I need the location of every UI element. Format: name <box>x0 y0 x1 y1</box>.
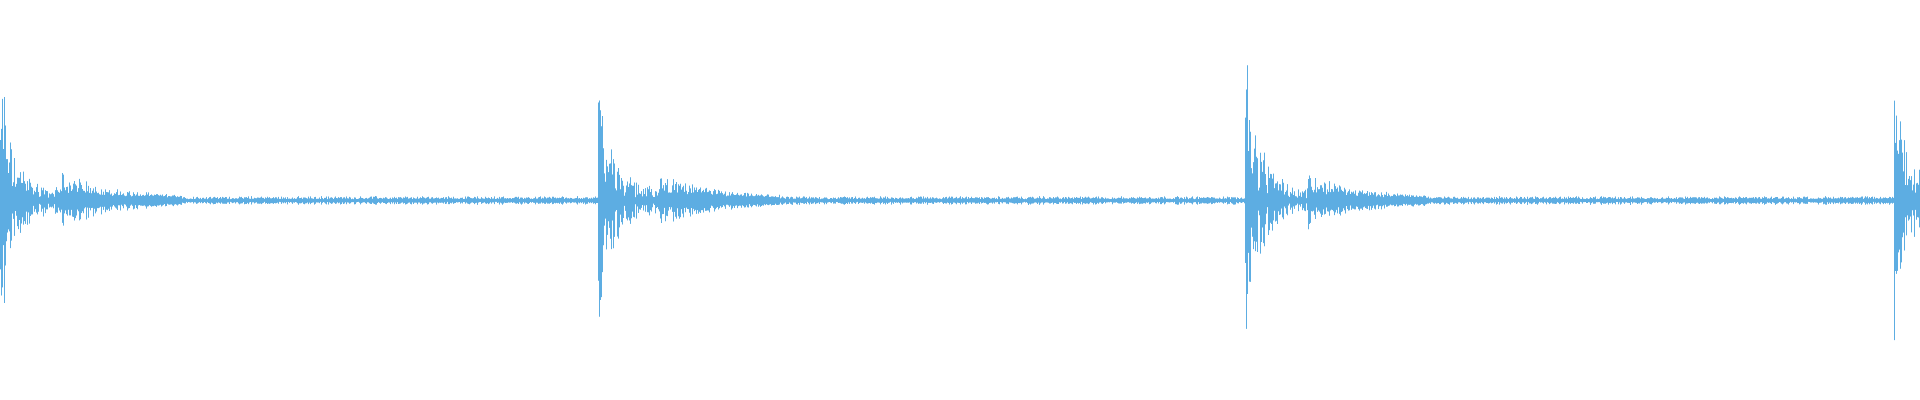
waveform-samples <box>0 65 1920 341</box>
